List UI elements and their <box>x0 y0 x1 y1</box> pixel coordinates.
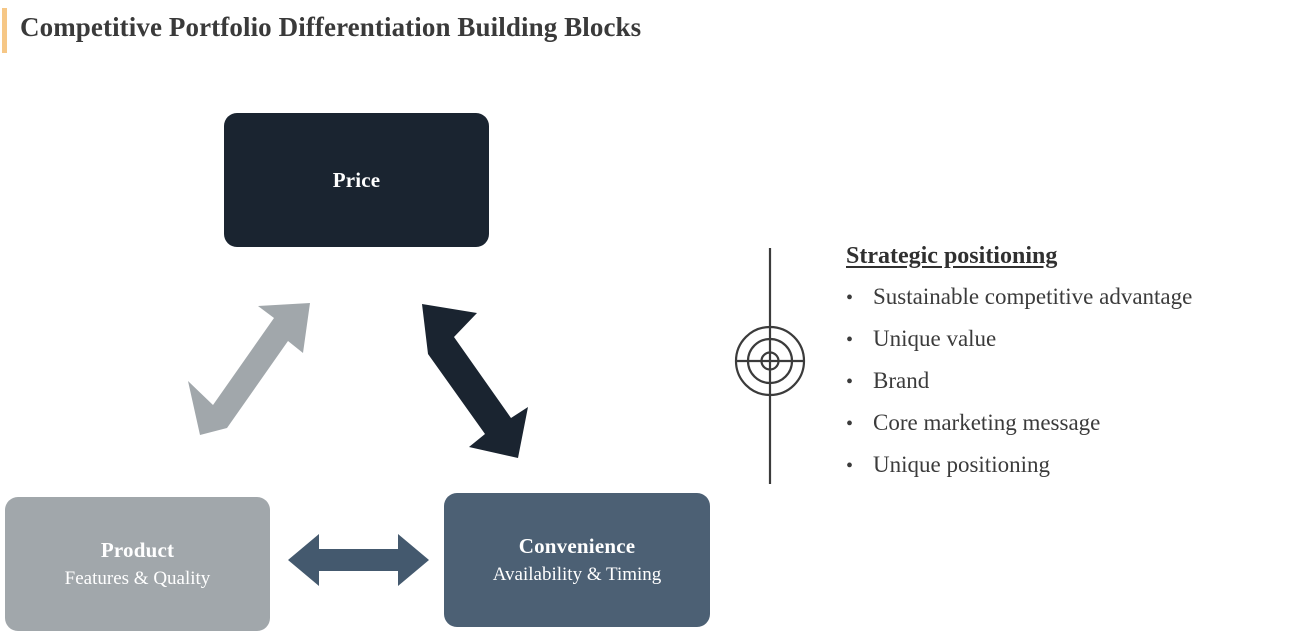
page-title: Competitive Portfolio Differentiation Bu… <box>20 12 642 42</box>
list-item: • Unique value <box>846 318 1296 360</box>
list-item: • Unique positioning <box>846 444 1296 486</box>
node-box-convenience[interactable]: Convenience Availability & Timing <box>444 493 710 627</box>
list-item-label: Unique value <box>873 326 997 352</box>
node-subtitle-product: Features & Quality <box>64 567 211 589</box>
list-item: • Brand <box>846 360 1296 402</box>
target-crosshair-icon <box>734 248 806 484</box>
node-title-price: Price <box>332 167 381 192</box>
node-title-convenience: Convenience <box>518 533 636 558</box>
strategic-positioning-panel: Strategic positioning • Sustainable comp… <box>846 240 1296 486</box>
product-to-convenience-arrow <box>288 534 429 586</box>
list-item: • Core marketing message <box>846 402 1296 444</box>
list-item-label: Sustainable competitive advantage <box>873 284 1193 310</box>
list-item-label: Unique positioning <box>873 451 1050 477</box>
list-item-label: Core marketing message <box>873 409 1101 435</box>
node-box-price[interactable]: Price <box>224 113 489 247</box>
product-to-price-arrow <box>188 303 310 435</box>
price-to-convenience-arrow <box>422 304 528 458</box>
node-box-product[interactable]: Product Features & Quality <box>5 497 270 631</box>
list-item: • Sustainable competitive advantage <box>846 276 1296 318</box>
strategic-positioning-heading: Strategic positioning <box>846 243 1058 269</box>
node-title-product: Product <box>100 537 175 562</box>
bullet-icon: • <box>846 329 854 352</box>
bullet-icon: • <box>846 454 854 477</box>
list-item-label: Brand <box>873 368 930 394</box>
bullet-icon: • <box>846 371 854 394</box>
bullet-icon: • <box>846 287 854 310</box>
title-accent-bar <box>2 8 7 53</box>
node-subtitle-convenience: Availability & Timing <box>492 563 662 585</box>
bullet-icon: • <box>846 412 854 435</box>
